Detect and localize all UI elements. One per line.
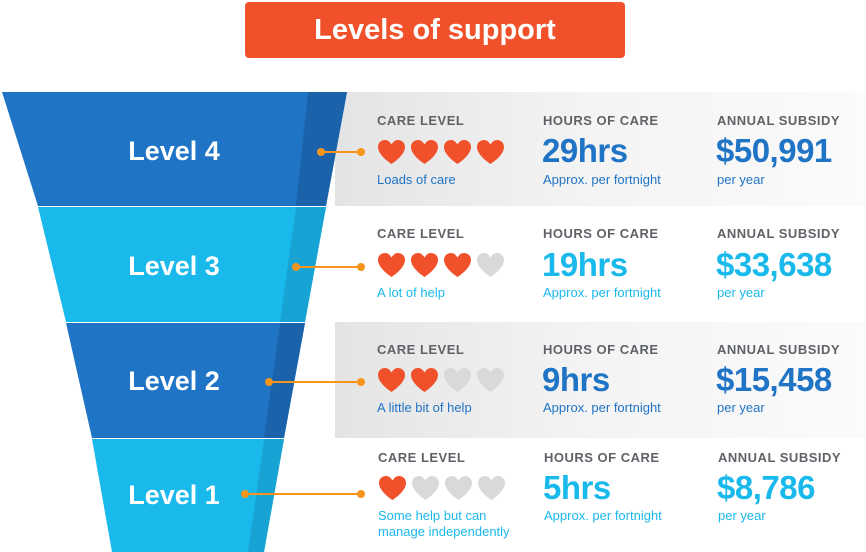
hours-note: Approx. per fortnight: [543, 285, 661, 300]
hours-value: 9hrs: [542, 361, 610, 398]
connector-line-level-4: [321, 151, 361, 153]
care-description: Loads of care: [377, 172, 456, 187]
hours-of-care-label: HOURS OF CARE: [544, 450, 660, 465]
hearts-level-4: [376, 138, 506, 166]
connector-line-level-2: [269, 381, 361, 383]
annual-subsidy-label: ANNUAL SUBSIDY: [718, 450, 842, 465]
care-level-label: CARE LEVEL: [378, 450, 466, 465]
heart-filled-icon: [378, 140, 405, 164]
connector-end-level-4: [357, 148, 365, 156]
subsidy-value: $33,638: [716, 246, 832, 283]
hearts-level-2: [376, 366, 506, 394]
care-level-label: CARE LEVEL: [377, 226, 465, 241]
connector-end-level-3: [357, 263, 365, 271]
heart-filled-icon: [378, 368, 405, 392]
connector-line-level-1: [245, 493, 361, 495]
heart-filled-icon: [411, 368, 438, 392]
connector-end-level-1: [357, 490, 365, 498]
care-description: A lot of help: [377, 285, 445, 300]
funnel-label-level-1: Level 1: [128, 480, 220, 510]
care-description: A little bit of help: [377, 400, 472, 415]
heart-empty-icon: [445, 476, 472, 500]
subsidy-value: $8,786: [717, 469, 815, 506]
heart-filled-icon: [379, 476, 406, 500]
heart-filled-icon: [378, 253, 405, 277]
heart-filled-icon: [411, 253, 438, 277]
heart-empty-icon: [478, 476, 505, 500]
hearts-level-1: [377, 474, 507, 502]
heart-empty-icon: [477, 368, 504, 392]
care-level-label: CARE LEVEL: [377, 342, 465, 357]
page-title: Levels of support: [314, 13, 556, 46]
hours-note: Approx. per fortnight: [543, 172, 661, 187]
subsidy-note: per year: [718, 508, 766, 523]
annual-subsidy-label: ANNUAL SUBSIDY: [717, 113, 841, 128]
title-badge: Levels of support: [245, 2, 625, 58]
annual-subsidy-label: ANNUAL SUBSIDY: [717, 226, 841, 241]
funnel-segment-level-1: [92, 439, 284, 552]
hours-of-care-label: HOURS OF CARE: [543, 226, 659, 241]
heart-filled-icon: [477, 140, 504, 164]
hours-value: 5hrs: [543, 469, 611, 506]
funnel-label-level-3: Level 3: [128, 251, 220, 281]
hours-note: Approx. per fortnight: [544, 508, 662, 523]
heart-filled-icon: [411, 140, 438, 164]
hours-note: Approx. per fortnight: [543, 400, 661, 415]
heart-empty-icon: [477, 253, 504, 277]
hours-value: 19hrs: [542, 246, 628, 283]
hours-of-care-label: HOURS OF CARE: [543, 342, 659, 357]
subsidy-value: $15,458: [716, 361, 832, 398]
funnel-segment-level-1-shade: [248, 439, 284, 552]
funnel-segment-level-4: [2, 92, 347, 206]
funnel-label-level-4: Level 4: [128, 136, 220, 166]
connector-line-level-3: [296, 266, 361, 268]
heart-filled-icon: [444, 140, 471, 164]
funnel-segment-level-2-shade: [264, 323, 305, 438]
subsidy-note: per year: [717, 285, 765, 300]
funnel-label-level-2: Level 2: [128, 366, 220, 396]
subsidy-value: $50,991: [716, 132, 832, 169]
funnel-segment-level-3: [38, 207, 326, 322]
funnel-segment-level-2: [66, 323, 305, 438]
hours-of-care-label: HOURS OF CARE: [543, 113, 659, 128]
care-level-label: CARE LEVEL: [377, 113, 465, 128]
heart-empty-icon: [412, 476, 439, 500]
heart-filled-icon: [444, 253, 471, 277]
connector-end-level-2: [357, 378, 365, 386]
subsidy-note: per year: [717, 172, 765, 187]
heart-empty-icon: [444, 368, 471, 392]
care-description-line-2: manage independently: [378, 524, 510, 539]
hours-value: 29hrs: [542, 132, 628, 169]
hearts-level-3: [376, 251, 506, 279]
funnel-segment-level-3-shade: [280, 207, 326, 322]
subsidy-note: per year: [717, 400, 765, 415]
care-description-line-1: Some help but can: [378, 508, 487, 523]
annual-subsidy-label: ANNUAL SUBSIDY: [717, 342, 841, 357]
